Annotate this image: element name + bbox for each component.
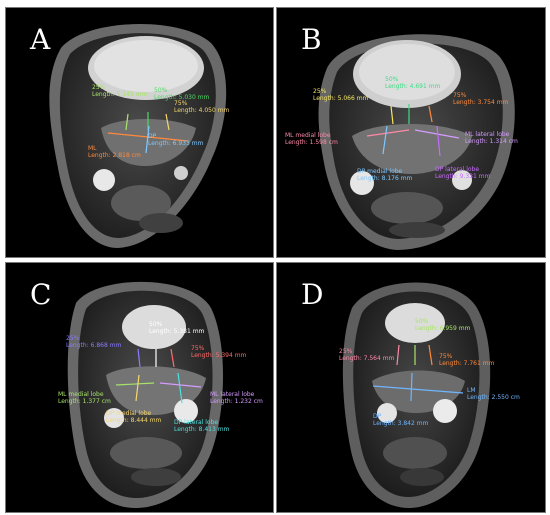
mri-image-a: [49, 24, 227, 249]
measurement-label: 25%Length: 6.868 mm: [66, 335, 122, 349]
measurement-label: 50%Length: 5.030 mm: [154, 87, 210, 101]
panel-letter: C: [30, 278, 52, 311]
measurement-label: 25%Length: 7.564 mm: [339, 348, 395, 362]
measurement-label: 50%Length: 5.381 mm: [149, 321, 205, 335]
measurement-label: 25%Length: 5.066 mm: [313, 88, 369, 102]
panel-c: C 25%Length: 6.868 mm 50%Length: 5.381 m…: [5, 262, 274, 513]
mri-image-c: [67, 281, 224, 508]
measurement-label: 50%Length: 6.959 mm: [415, 318, 471, 332]
mri-image-d: [342, 282, 491, 508]
panel-a: A 25%Length: 5.145 mm 50%Length: 5.030 m…: [5, 7, 274, 258]
panel-b: B 25%Length: 5.066 mm 50%Length: 4.691 m…: [276, 7, 546, 258]
panel-d: D 25%Length: 7.564 mm 50%Length: 6.959 m…: [276, 262, 546, 513]
measurement-label: 75%Length: 4.050 mm: [174, 100, 230, 114]
measurement-label: 50%Length: 4.691 mm: [385, 76, 441, 90]
panel-letter: A: [30, 23, 51, 56]
measurement-label: 75%Length: 3.754 mm: [453, 92, 509, 106]
measurement-label: 25%Length: 5.145 mm: [92, 84, 148, 98]
panel-letter: B: [301, 23, 322, 56]
panel-letter: D: [301, 278, 324, 311]
mri-image-b: [318, 34, 515, 250]
measurement-label: 75%Length: 7.761 mm: [439, 353, 495, 367]
measurement-label: 75%Length: 5.394 mm: [191, 345, 247, 359]
